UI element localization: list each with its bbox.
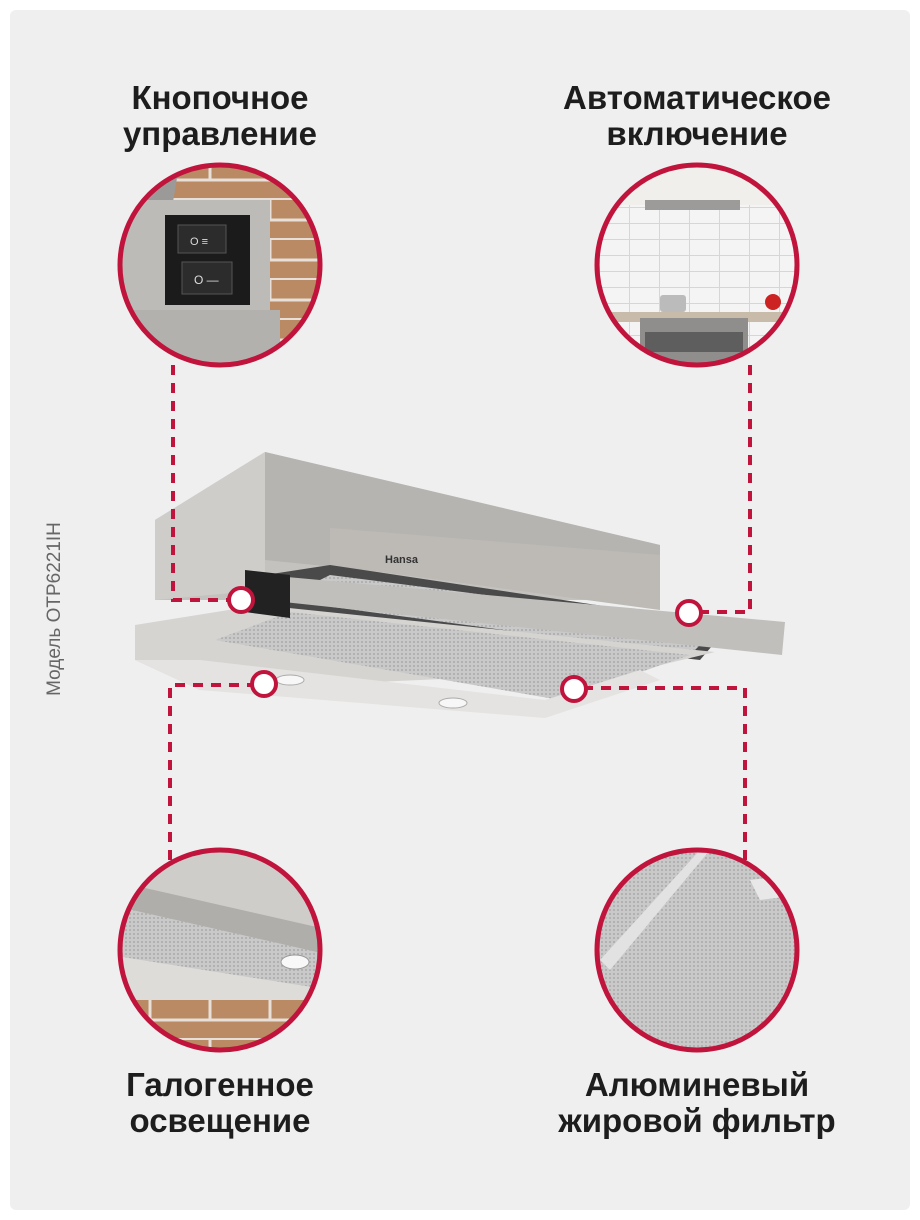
marker-light[interactable]	[250, 670, 278, 698]
marker-buttons[interactable]	[227, 586, 255, 614]
title-line: Алюминевый	[584, 1066, 810, 1103]
feature-circle-2	[594, 162, 800, 368]
feature-title-buttons: Кнопочное управление	[20, 80, 420, 152]
buttons-closeup: O ≡ O —	[120, 165, 320, 365]
marker-auto[interactable]	[675, 599, 703, 627]
feature-circle-1	[117, 162, 323, 368]
connector-lines	[168, 365, 752, 860]
range-hood-image: Hansa	[135, 452, 785, 718]
title-line: включение	[606, 115, 788, 152]
title-line: Кнопочное	[131, 79, 309, 116]
title-line: Автоматическое	[563, 79, 831, 116]
lighting-closeup	[120, 850, 320, 1050]
feature-title-filter: Алюминевый жировой фильтр	[497, 1067, 897, 1139]
brand-logo: Hansa	[385, 554, 419, 566]
filter-closeup	[597, 850, 797, 1050]
title-line: жировой фильтр	[558, 1102, 836, 1139]
svg-text:O —: O —	[194, 273, 219, 287]
feature-circle-3	[117, 847, 323, 1053]
marker-filter[interactable]	[560, 675, 588, 703]
model-label: Модель OTP6221IH	[44, 522, 65, 696]
title-line: управление	[122, 115, 318, 152]
svg-text:O ≡: O ≡	[190, 236, 208, 248]
kitchen-closeup	[597, 165, 797, 365]
feature-title-light: Галогенное освещение	[20, 1067, 420, 1139]
feature-title-auto: Автоматическое включение	[497, 80, 897, 152]
title-line: Галогенное	[126, 1066, 314, 1103]
feature-circle-4	[594, 847, 800, 1053]
title-line: освещение	[129, 1102, 311, 1139]
